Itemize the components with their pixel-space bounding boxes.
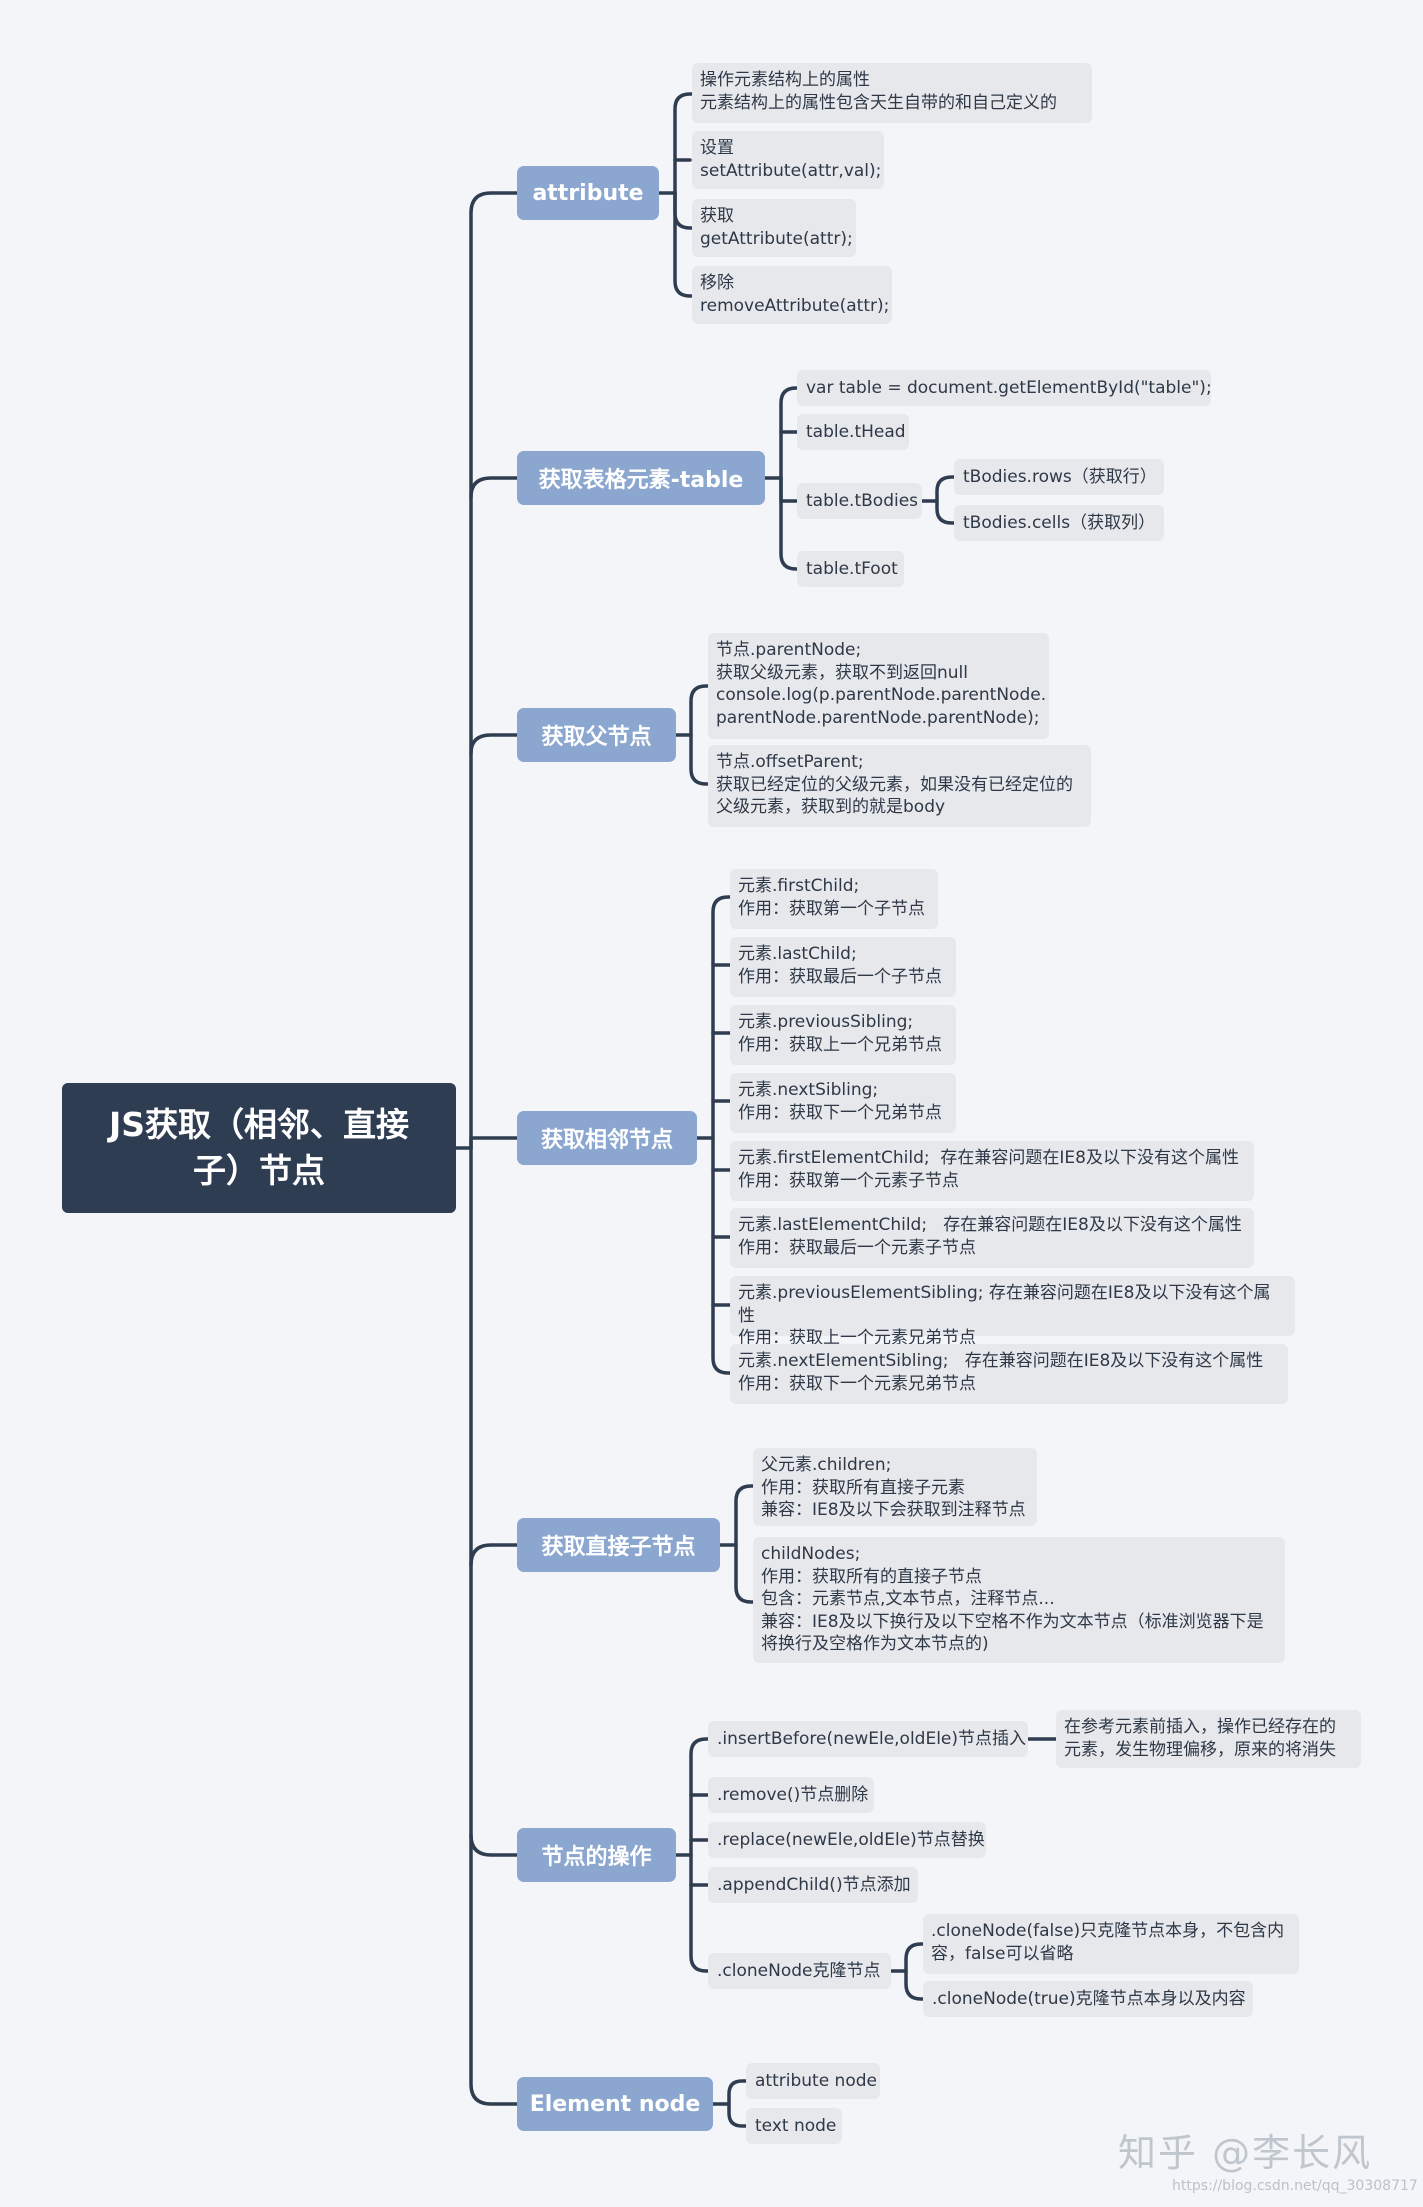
set-attribute-leaf[interactable]: 设置 setAttribute(attr,val); xyxy=(692,131,884,189)
category-parent-node[interactable]: 获取父节点 xyxy=(517,708,676,762)
root-topic[interactable]: JS获取（相邻、直接子）节点 xyxy=(62,1083,456,1213)
category-node-operations[interactable]: 节点的操作 xyxy=(517,1828,676,1882)
category-attribute[interactable]: attribute xyxy=(517,166,659,220)
tbodies-rows-leaf[interactable]: tBodies.rows（获取行） xyxy=(954,459,1164,495)
insert-before-desc-leaf[interactable]: 在参考元素前插入，操作已经存在的 元素，发生物理偏移，原来的将消失 xyxy=(1056,1710,1361,1768)
previous-sibling-leaf[interactable]: 元素.previousSibling; 作用：获取上一个兄弟节点 xyxy=(730,1005,956,1065)
clone-node-false-leaf[interactable]: .cloneNode(false)只克隆节点本身，不包含内 容，false可以省… xyxy=(923,1914,1299,1974)
get-table-leaf[interactable]: var table = document.getElementById("tab… xyxy=(797,370,1212,406)
watermark-logo: 知乎 @李长风 xyxy=(1118,2131,1373,2175)
clone-node-leaf[interactable]: .cloneNode克隆节点 xyxy=(708,1953,891,1989)
watermark-url: https://blog.csdn.net/qq_30308717 xyxy=(1172,2178,1418,2194)
last-child-leaf[interactable]: 元素.lastChild; 作用：获取最后一个子节点 xyxy=(730,937,956,997)
last-element-child-leaf[interactable]: 元素.lastElementChild; 存在兼容问题在IE8及以下没有这个属性… xyxy=(730,1208,1254,1268)
remove-attribute-leaf[interactable]: 移除 removeAttribute(attr); xyxy=(692,266,892,324)
child-nodes-leaf[interactable]: childNodes; 作用：获取所有的直接子节点 包含：元素节点,文本节点，注… xyxy=(753,1537,1285,1663)
attribute-desc-leaf[interactable]: 操作元素结构上的属性 元素结构上的属性包含天生自带的和自己定义的 xyxy=(692,63,1092,123)
previous-element-sibling-leaf[interactable]: 元素.previousElementSibling; 存在兼容问题在IE8及以下… xyxy=(730,1276,1295,1348)
table-tbodies-leaf[interactable]: table.tBodies xyxy=(797,483,922,519)
first-child-leaf[interactable]: 元素.firstChild; 作用：获取第一个子节点 xyxy=(730,869,938,929)
children-leaf[interactable]: 父元素.children; 作用：获取所有直接子元素 兼容：IE8及以下会获取到… xyxy=(753,1448,1037,1526)
remove-leaf[interactable]: .remove()节点删除 xyxy=(708,1777,874,1813)
parent-node-leaf[interactable]: 节点.parentNode; 获取父级元素，获取不到返回null console… xyxy=(708,633,1049,739)
next-sibling-leaf[interactable]: 元素.nextSibling; 作用：获取下一个兄弟节点 xyxy=(730,1073,956,1133)
next-element-sibling-leaf[interactable]: 元素.nextElementSibling; 存在兼容问题在IE8及以下没有这个… xyxy=(730,1344,1288,1404)
clone-node-true-leaf[interactable]: .cloneNode(true)克隆节点本身以及内容 xyxy=(923,1981,1253,2017)
insert-before-leaf[interactable]: .insertBefore(newEle,oldEle)节点插入 xyxy=(708,1721,1028,1757)
category-sibling-node[interactable]: 获取相邻节点 xyxy=(517,1111,697,1165)
text-node-leaf[interactable]: text node xyxy=(746,2108,842,2144)
tbodies-cells-leaf[interactable]: tBodies.cells（获取列） xyxy=(954,505,1164,541)
attribute-node-leaf[interactable]: attribute node xyxy=(746,2063,880,2099)
first-element-child-leaf[interactable]: 元素.firstElementChild; 存在兼容问题在IE8及以下没有这个属… xyxy=(730,1141,1254,1201)
replace-leaf[interactable]: .replace(newEle,oldEle)节点替换 xyxy=(708,1822,986,1858)
category-element-node[interactable]: Element node xyxy=(517,2077,713,2131)
category-table[interactable]: 获取表格元素-table xyxy=(517,451,765,505)
table-tfoot-leaf[interactable]: table.tFoot xyxy=(797,551,904,587)
get-attribute-leaf[interactable]: 获取 getAttribute(attr); xyxy=(692,199,856,257)
table-thead-leaf[interactable]: table.tHead xyxy=(797,414,909,450)
append-child-leaf[interactable]: .appendChild()节点添加 xyxy=(708,1867,918,1903)
offset-parent-leaf[interactable]: 节点.offsetParent; 获取已经定位的父级元素，如果没有已经定位的 父… xyxy=(708,745,1091,827)
category-child-node[interactable]: 获取直接子节点 xyxy=(517,1518,720,1572)
